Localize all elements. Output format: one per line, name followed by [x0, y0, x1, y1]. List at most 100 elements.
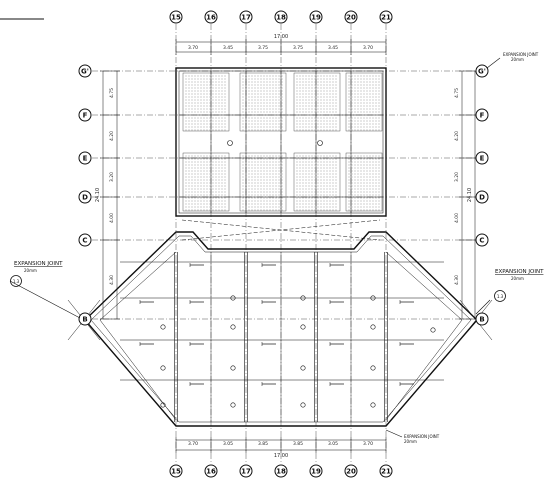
- column-marker: [370, 402, 376, 408]
- dimension-bottom-seg: 3.70: [363, 441, 373, 447]
- expansion-note-line1: EXPANSION JOINT: [495, 269, 544, 275]
- grid-bubble-top-18: 18: [274, 10, 288, 24]
- bubble-label: 18: [276, 14, 286, 22]
- grid-bubble-bottom-16: 16: [204, 464, 218, 478]
- bubble-label: 17: [241, 14, 251, 22]
- grid-bubble-top-21: 21: [379, 10, 393, 24]
- column-marker: [227, 140, 233, 146]
- column-marker: [230, 365, 236, 371]
- dimension-right-seg: 3.20: [454, 172, 460, 182]
- grid-bubble-right-c: C: [475, 233, 489, 247]
- column-marker: [160, 402, 166, 408]
- bubble-label: B: [82, 316, 87, 324]
- grid-bubble-right-d: D: [475, 190, 489, 204]
- grid-bubble-left-d: D: [78, 190, 92, 204]
- dimension-top-total: 17.00: [274, 34, 288, 40]
- dimension-left-total: 24.10: [95, 188, 101, 202]
- mesh-panel: [293, 152, 341, 212]
- dimension-bottom-seg: 3.70: [188, 441, 198, 447]
- grid-bubble-top-15: 15: [169, 10, 183, 24]
- column-marker: [230, 402, 236, 408]
- grid-bubble-left-g: G': [78, 64, 92, 78]
- grid-bubble-right-f: F: [475, 108, 489, 122]
- grid-bubble-top-17: 17: [239, 10, 253, 24]
- expansion-note-line2: 20mm: [511, 57, 524, 62]
- dimension-top-seg: 3.45: [223, 45, 233, 51]
- mesh-panel: [345, 152, 383, 212]
- grid-bubbles-bottom: 15 16 17 18 19 20 21: [169, 464, 393, 478]
- expansion-note-line1: EXPANSION JOINT: [503, 52, 539, 57]
- column-marker: [160, 324, 166, 330]
- bubble-label: F: [480, 112, 485, 120]
- column-marker: [300, 365, 306, 371]
- grid-bubble-left-b: B: [78, 312, 92, 326]
- grid-bubble-bottom-18: 18: [274, 464, 288, 478]
- upper-slab-outline: [175, 67, 387, 217]
- dimension-left-seg: 4.75: [109, 88, 115, 98]
- bubble-label: C: [82, 237, 87, 245]
- bubble-label: D: [479, 194, 485, 202]
- bubble-label: 21: [381, 14, 391, 22]
- mesh-panel: [182, 72, 230, 132]
- dimension-left: 4.75 4.20 3.20 4.00 4.30 24.10: [95, 88, 115, 285]
- grid-lines: [92, 24, 476, 464]
- mesh-panel: [182, 152, 230, 212]
- column-marker: [300, 295, 306, 301]
- grid-bubble-bottom-20: 20: [344, 464, 358, 478]
- section-tag-right-label: 1.3: [497, 294, 504, 299]
- dimension-right: 4.75 4.20 3.20 4.00 4.30 24.10: [454, 88, 473, 285]
- dimension-left-seg: 4.30: [109, 275, 115, 285]
- edge-beam: [99, 251, 177, 321]
- bubble-label: 15: [171, 14, 181, 22]
- bubble-label: 16: [206, 468, 216, 476]
- grid-bubble-bottom-17: 17: [239, 464, 253, 478]
- bubble-label: F: [83, 112, 88, 120]
- dimension-top-seg: 3.70: [363, 45, 373, 51]
- bubble-label: E: [83, 155, 88, 163]
- mesh-panel: [345, 72, 383, 132]
- column-marker: [370, 324, 376, 330]
- mesh-panel: [293, 72, 341, 132]
- grid-bubble-right-e: E: [475, 151, 489, 165]
- edge-beam: [99, 319, 177, 421]
- grid-bubble-top-20: 20: [344, 10, 358, 24]
- dimension-top-seg: 3.75: [293, 45, 303, 51]
- dimension-bottom-seg: 3.05: [223, 441, 233, 447]
- dimension-bottom-seg: 3.85: [258, 441, 268, 447]
- dimension-bottom-total: 17.00: [274, 453, 288, 459]
- dimension-right-seg: 4.30: [454, 275, 460, 285]
- dimension-right-seg: 4.00: [454, 213, 460, 223]
- grid-bubble-right-g: G': [475, 64, 489, 78]
- expansion-note-left: EXPANSION JOINT 20mm 1.3: [9, 261, 81, 319]
- dimension-right-seg: 4.75: [454, 88, 460, 98]
- column-marker: [230, 295, 236, 301]
- expansion-note-line2: 20mm: [511, 276, 524, 281]
- bubble-label: 20: [346, 14, 356, 22]
- mesh-panel: [239, 72, 287, 132]
- column-marker: [370, 295, 376, 301]
- grid-bubble-bottom-21: 21: [379, 464, 393, 478]
- dimension-top-seg: 3.70: [188, 45, 198, 51]
- bubble-label: 17: [241, 468, 251, 476]
- dimension-top: 17.00 3.70 3.45 3.75 3.75 3.45 3.70: [188, 34, 373, 51]
- bubble-label: E: [480, 155, 485, 163]
- mesh-panel: [239, 152, 287, 212]
- dimension-bottom: 17.00 3.70 3.05 3.85 3.85 3.05 3.70: [188, 441, 373, 459]
- column-marker: [300, 402, 306, 408]
- expansion-note-line2: 20mm: [404, 439, 417, 444]
- column-marker: [317, 140, 323, 146]
- dimension-bottom-seg: 3.05: [328, 441, 338, 447]
- grid-bubble-left-e: E: [78, 151, 92, 165]
- bubble-label: C: [479, 237, 484, 245]
- dimension-right-seg: 4.20: [454, 131, 460, 141]
- dimension-left-seg: 4.20: [109, 131, 115, 141]
- bubble-label: 21: [381, 468, 391, 476]
- lower-slab-outline: [84, 231, 478, 427]
- grid-bubble-top-19: 19: [309, 10, 323, 24]
- expansion-note-line1: EXPANSION JOINT: [14, 261, 63, 267]
- bubble-label: 20: [346, 468, 356, 476]
- diagonal-line: [181, 219, 381, 241]
- bubble-label: G': [478, 68, 486, 76]
- grid-bubble-left-c: C: [78, 233, 92, 247]
